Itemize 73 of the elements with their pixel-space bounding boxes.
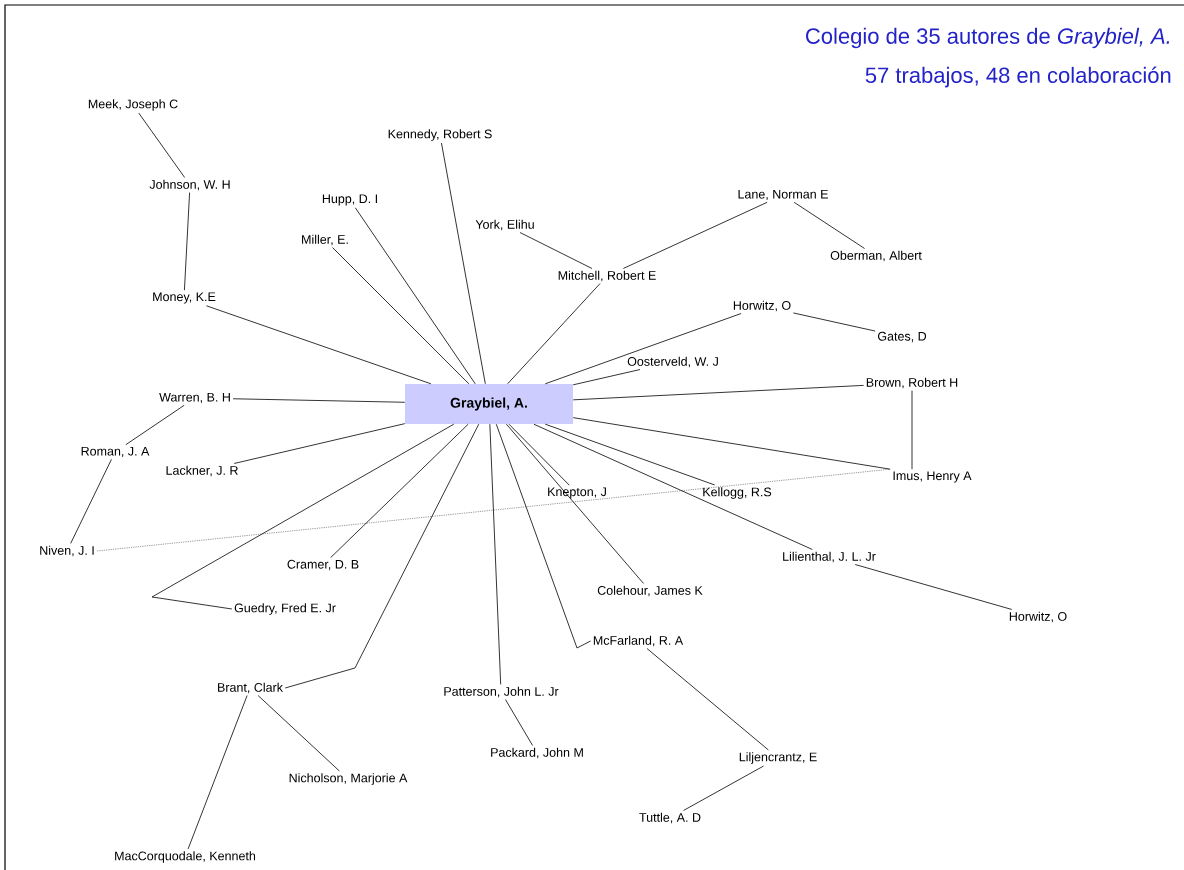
connector-line — [96, 468, 891, 552]
author-name: York, Elihu — [475, 219, 534, 231]
author-name: Guedry, Fred E. Jr — [234, 603, 336, 615]
connector-line — [793, 201, 865, 249]
connector-line — [683, 765, 764, 811]
connector-line — [125, 404, 185, 446]
connector-line — [330, 423, 469, 559]
author-name: Cramer, D. B — [287, 559, 359, 571]
connector-line — [187, 695, 248, 850]
author-name: Knepton, J — [548, 487, 606, 499]
author-name: Patterson, John L. Jr — [444, 686, 559, 698]
author-name: Roman, J. A — [81, 446, 150, 458]
author-name: Kennedy, Robert S — [388, 129, 492, 141]
connector-line — [854, 564, 1013, 610]
connector-line — [495, 423, 592, 649]
connector-line — [507, 283, 601, 385]
connector-line — [151, 423, 455, 610]
connector-line — [508, 423, 570, 486]
author-name: Brown, Robert H — [866, 377, 958, 389]
connector-line — [257, 695, 340, 772]
connector-line — [646, 648, 769, 751]
author-name: Lackner, J. R — [166, 465, 238, 477]
author-name: Niven, J. I — [40, 545, 94, 557]
connector-line — [792, 312, 876, 332]
connector-line — [233, 423, 406, 464]
connector-line — [284, 423, 480, 689]
author-name: Miller, E. — [302, 234, 348, 246]
author-name: Liljencrantz, E — [739, 752, 817, 764]
subtitle: 57 trabajos, 48 en colaboración — [865, 66, 1171, 88]
connector-line — [911, 390, 913, 470]
author-name: Gates, D — [877, 331, 927, 343]
connector-line — [441, 142, 486, 385]
connector-line — [622, 201, 768, 269]
connector-line — [519, 232, 593, 269]
connector-line — [184, 192, 190, 291]
connector-line — [70, 458, 112, 544]
connector-line — [544, 313, 742, 385]
author-name: Mitchell, Robert E — [558, 270, 656, 282]
title: Colegio de 35 autores de Graybiel, A. — [806, 27, 1170, 49]
author-name: Brant, Clark — [218, 682, 283, 694]
connector-line — [572, 369, 641, 386]
connector-line — [572, 385, 864, 401]
connector-line — [232, 398, 406, 403]
author-name: Nicholson, Marjorie A — [289, 773, 408, 785]
author-name: Money, K.E — [153, 292, 216, 304]
author-name: Tuttle, A. D — [639, 812, 701, 824]
connector-line — [506, 423, 644, 584]
connector-line — [354, 207, 476, 385]
author-name: Johnson, W. H — [149, 179, 230, 191]
author-name: McFarland, R. A — [593, 635, 684, 647]
connector-line — [489, 423, 502, 685]
author-name: Oosterveld, W. J — [627, 356, 718, 368]
connector-line — [332, 247, 470, 385]
author-name: Packard, John M — [491, 747, 583, 759]
author-name: MacCorquodale, Kenneth — [115, 851, 256, 863]
author-name: Kellogg, R.S — [703, 487, 772, 499]
author-name: Imus, Henry A — [893, 471, 972, 483]
author-name: Warren, B. H — [159, 392, 230, 404]
author-name: Oberman, Albert — [830, 250, 922, 262]
connector-line — [138, 112, 186, 178]
author-name: Horwitz, O — [1009, 611, 1067, 623]
connector-line — [206, 305, 432, 385]
author-name: Lilienthal, J. L. Jr — [783, 551, 876, 563]
author-name: Horwitz, O — [733, 300, 791, 312]
author-name: Colehour, James K — [597, 585, 703, 597]
connector-line — [505, 699, 533, 746]
connector-line — [544, 423, 716, 486]
author-box: Graybiel, A. — [405, 384, 573, 424]
author-name: Hupp, D. I — [322, 194, 377, 206]
author-name: Meek, Joseph C — [88, 99, 178, 111]
connector-line — [572, 417, 891, 470]
connector-line — [533, 423, 813, 550]
author-name: Lane, Norman E — [738, 189, 828, 201]
